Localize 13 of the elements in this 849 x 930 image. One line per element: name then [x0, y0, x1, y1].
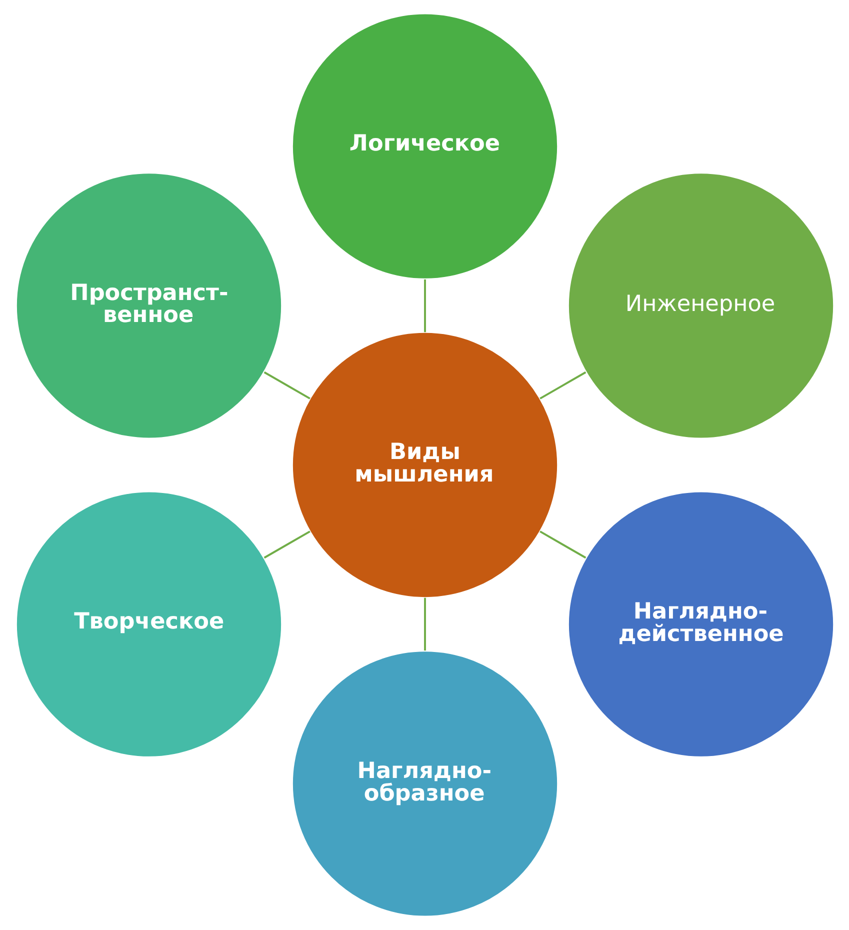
node-circle: Творческое: [15, 490, 282, 758]
connector: [424, 598, 426, 651]
connector: [539, 371, 586, 400]
node-circle: Инженерное: [567, 172, 834, 440]
node-circle: Логическое: [291, 12, 558, 280]
connector: [263, 530, 310, 559]
node-circle: Виды мышления: [291, 332, 558, 598]
node-circle: Наглядно- образное: [291, 650, 558, 918]
node-circle: Наглядно- действенное: [567, 490, 834, 758]
connector: [263, 371, 310, 400]
connector: [539, 530, 586, 559]
connector: [424, 279, 426, 332]
node-circle: Пространст- венное: [15, 172, 282, 440]
